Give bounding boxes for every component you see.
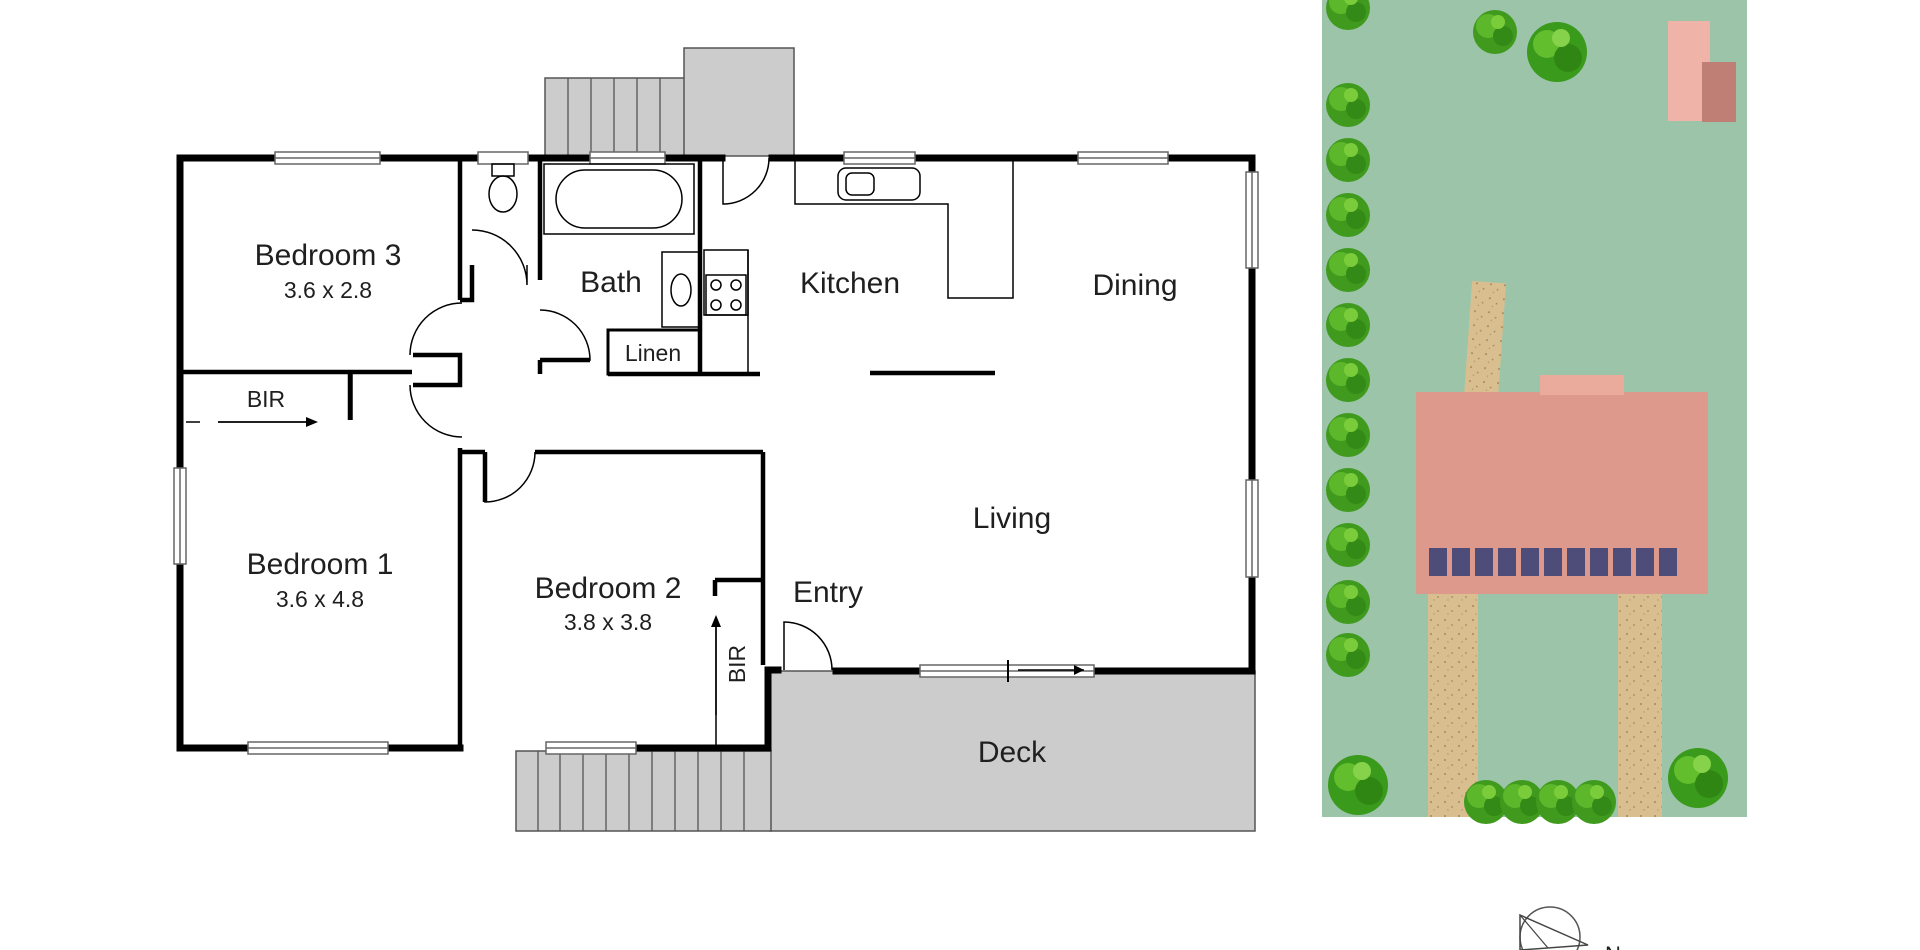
driveway-left: [1428, 594, 1478, 817]
linen-closet: [606, 328, 702, 376]
rear-stairs: [544, 47, 795, 157]
bedroom3-dims: 3.6 x 2.8: [284, 277, 372, 303]
bath-label: Bath: [580, 266, 642, 299]
windows: [173, 151, 1259, 755]
bath-fixtures: [488, 163, 701, 328]
bir-arrow-2: [711, 615, 721, 627]
dining-label: Dining: [1092, 269, 1177, 302]
compass: N: [1519, 906, 1621, 950]
bir-arrow-1: [306, 417, 318, 427]
bedroom1-label: Bedroom 1: [247, 548, 394, 581]
doors: [409, 157, 833, 671]
shed: [1668, 21, 1736, 122]
bedroom1-dims: 3.6 x 4.8: [276, 586, 364, 612]
kitchen-fixtures: [703, 158, 1014, 372]
bedroom3-label: Bedroom 3: [255, 239, 402, 272]
house-roof-rear: [1540, 375, 1624, 395]
basin: [661, 251, 701, 328]
driveway-right: [1618, 594, 1662, 817]
house-floor-plan: Bedroom 3 3.6 x 2.8 Bath Linen Kitchen D…: [173, 47, 1259, 832]
bedroom2-label: Bedroom 2: [535, 572, 682, 605]
site-plan: [1322, 0, 1747, 824]
linen-label: Linen: [625, 340, 681, 366]
toilet: [488, 175, 518, 213]
front-stairs: [515, 750, 772, 832]
bir1-label: BIR: [247, 386, 285, 412]
deck-area: [769, 670, 1256, 832]
compass-north-label: N: [1605, 942, 1621, 950]
driveway-rear: [1463, 280, 1507, 404]
entry-label: Entry: [793, 576, 863, 609]
bedroom2-dims: 3.8 x 3.8: [564, 609, 652, 635]
kitchen-label: Kitchen: [800, 267, 900, 300]
bir2-label: BIR: [724, 645, 750, 683]
bathtub: [543, 163, 695, 235]
kitchen-sink: [837, 167, 921, 201]
solar-panels: [1429, 548, 1677, 576]
deck-label: Deck: [978, 736, 1047, 769]
living-label: Living: [973, 502, 1051, 535]
compass-needle-icon: [1519, 913, 1589, 950]
